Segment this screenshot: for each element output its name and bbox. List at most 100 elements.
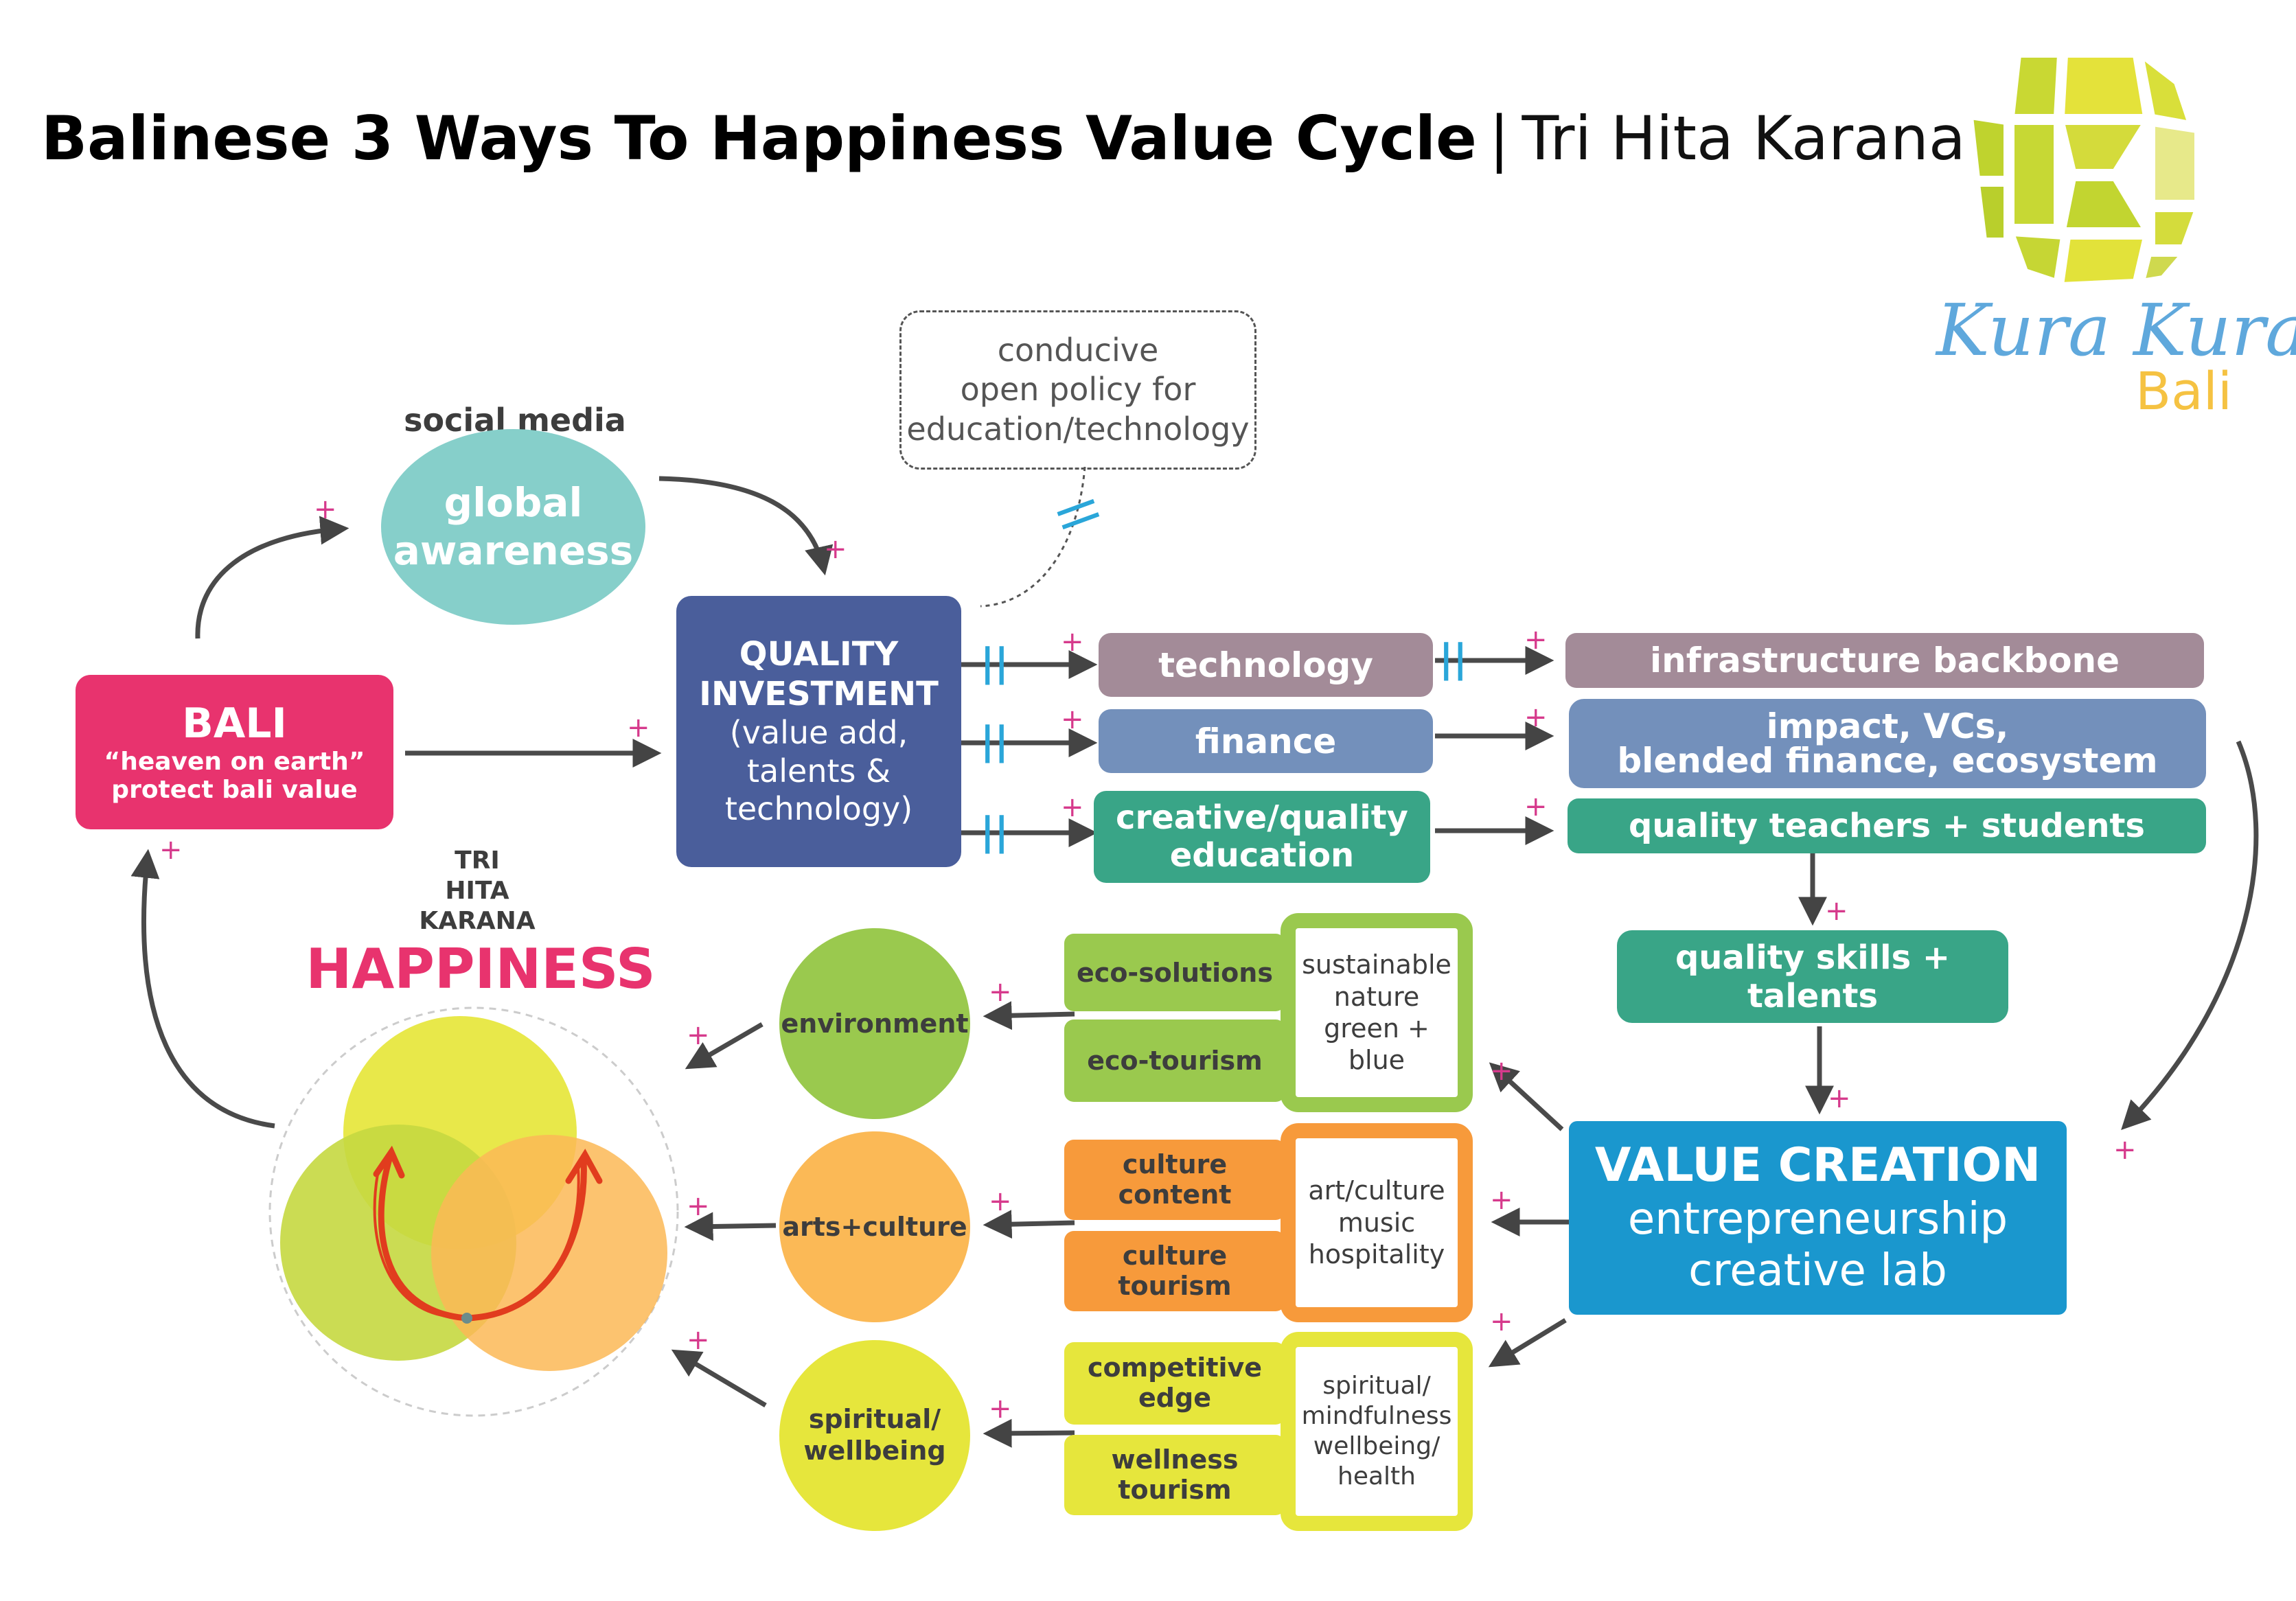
competitive-line1: competitive — [1087, 1352, 1263, 1383]
plus-technology: + — [1061, 626, 1084, 658]
delay-mark-infrastructure: || — [1439, 636, 1467, 681]
plus-finance: + — [1061, 704, 1084, 735]
policy-line1: conducive — [997, 331, 1159, 369]
plus-spiritual-circle: + — [989, 1393, 1012, 1425]
sustainable-line2: nature — [1333, 981, 1420, 1012]
delay-mark-technology: || — [980, 641, 1009, 685]
spiritual-frame-line1: spiritual/ — [1322, 1372, 1431, 1401]
education-line2: education — [1169, 836, 1355, 875]
arts-culture-circle: arts+culture — [779, 1131, 970, 1322]
plus-value-creation-right: + — [2113, 1134, 2137, 1166]
plus-skills: + — [1825, 895, 1848, 927]
logo-text-bali: Bali — [2135, 360, 2232, 422]
page-title: Balinese 3 Ways To Happiness Value Cycle… — [41, 103, 1966, 174]
delay-mark-education: || — [980, 809, 1009, 854]
spiritual-frame-line4: health — [1338, 1462, 1416, 1490]
sustainable-nature-frame: sustainable nature green + blue — [1281, 913, 1473, 1112]
quality-investment-line4: talents & — [747, 752, 891, 790]
arrow-awareness-to-investment — [658, 476, 834, 576]
art-line3: hospitality — [1308, 1239, 1445, 1270]
arrow-arts-to-happiness — [684, 1212, 777, 1241]
teachers-box: quality teachers + students — [1568, 798, 2206, 853]
art-line1: art/culture — [1308, 1175, 1445, 1206]
technology-box: technology — [1099, 633, 1433, 697]
competitive-edge-box: competitive edge — [1064, 1342, 1285, 1425]
culture-tourism-box: culture tourism — [1064, 1231, 1285, 1311]
arrow-value-creation-to-nature — [1489, 1062, 1564, 1131]
plus-education: + — [1061, 792, 1084, 823]
arrow-value-creation-to-spiritual — [1488, 1318, 1567, 1368]
plus-happiness-spiritual: + — [687, 1324, 710, 1356]
spiritual-circle-line1: spiritual/ — [808, 1404, 941, 1435]
bali-line1: “heaven on earth” — [104, 747, 365, 776]
tri-hita-karana-label: TRI HITA KARANA — [391, 846, 563, 936]
global-awareness-ellipse: global awareness — [381, 429, 645, 625]
quality-investment-box: QUALITY INVESTMENT (value add, talents &… — [676, 596, 961, 867]
bali-title: BALI — [182, 699, 287, 748]
culture-content-line2: content — [1118, 1179, 1232, 1210]
culture-content-line1: culture — [1122, 1149, 1228, 1179]
spiritual-frame-line3: wellbeing/ — [1313, 1432, 1440, 1460]
value-creation-line2: creative lab — [1688, 1245, 1947, 1297]
happiness-label: HAPPINESS — [306, 937, 656, 1001]
art-line2: music — [1338, 1207, 1416, 1238]
title-separator: | — [1489, 103, 1510, 174]
policy-line3: education/technology — [906, 410, 1250, 448]
happiness-venn — [268, 1006, 679, 1417]
plus-nature-frame: + — [1490, 1055, 1513, 1087]
title-main: Balinese 3 Ways To Happiness Value Cycle — [41, 103, 1477, 174]
education-line1: creative/quality — [1116, 798, 1408, 837]
infrastructure-box: infrastructure backbone — [1565, 633, 2204, 688]
wellness-line1: wellness — [1111, 1444, 1239, 1475]
skills-box: quality skills + talents — [1617, 930, 2008, 1023]
value-creation-title: VALUE CREATION — [1594, 1138, 2041, 1193]
arrow-environment-to-happiness — [685, 1022, 764, 1070]
logo-text-kura-kura: Kura Kura — [1936, 288, 2296, 372]
sustainable-line1: sustainable — [1302, 949, 1451, 980]
bali-box: BALI “heaven on earth” protect bali valu… — [76, 675, 393, 829]
quality-investment-line2: INVESTMENT — [699, 674, 939, 713]
spiritual-wellbeing-circle: spiritual/ wellbeing — [779, 1340, 970, 1531]
plus-arts-circle: + — [989, 1186, 1012, 1217]
culture-content-box: culture content — [1064, 1140, 1285, 1220]
kura-kura-logo: Kura Kura Bali — [1909, 41, 2296, 426]
delay-mark-finance: || — [980, 719, 1009, 763]
plus-investment-top: + — [824, 533, 847, 565]
culture-tourism-line1: culture — [1122, 1240, 1228, 1271]
arrow-environment-items-to-circle — [983, 1001, 1075, 1030]
competitive-line2: edge — [1138, 1383, 1211, 1413]
arrow-impact-to-value-creation — [2121, 740, 2259, 1131]
tri-label: TRI — [455, 846, 500, 875]
arrow-spiritual-to-happiness — [671, 1349, 767, 1408]
arrow-bali-to-awareness — [195, 516, 349, 639]
impact-line2: blended finance, ecosystem — [1617, 741, 2158, 781]
wellness-line2: tourism — [1118, 1474, 1232, 1505]
eco-tourism-box: eco-tourism — [1064, 1020, 1285, 1102]
global-awareness-line2: awareness — [393, 527, 634, 574]
plus-investment-left: + — [627, 712, 650, 744]
plus-value-creation-top: + — [1828, 1083, 1851, 1114]
plus-teachers: + — [1524, 791, 1548, 822]
plus-spiritual-frame: + — [1490, 1306, 1513, 1337]
arrow-arts-items-to-circle — [983, 1210, 1075, 1239]
spiritual-mindfulness-frame: spiritual/ mindfulness wellbeing/ health — [1281, 1332, 1473, 1531]
value-creation-line1: entrepreneurship — [1627, 1193, 2008, 1245]
sustainable-line3: green + blue — [1324, 1013, 1430, 1076]
quality-investment-line3: (value add, — [729, 714, 908, 752]
policy-box: conducive open policy for education/tech… — [899, 310, 1256, 470]
karana-label: KARANA — [419, 906, 536, 935]
plus-impact: + — [1524, 702, 1548, 733]
plus-art-frame: + — [1490, 1184, 1513, 1216]
impact-box: impact, VCs, blended finance, ecosystem — [1569, 699, 2206, 788]
quality-investment-line1: QUALITY — [739, 635, 899, 674]
impact-line1: impact, VCs, — [1766, 706, 2009, 746]
culture-tourism-line2: tourism — [1118, 1270, 1232, 1301]
education-box: creative/quality education — [1094, 791, 1430, 883]
plus-happiness-environment: + — [687, 1020, 710, 1051]
finance-box: finance — [1099, 709, 1433, 773]
plus-awareness: + — [314, 494, 337, 525]
policy-dashed-connector — [980, 466, 1086, 608]
policy-line2: open policy for — [960, 371, 1196, 408]
environment-circle: environment — [779, 928, 970, 1119]
